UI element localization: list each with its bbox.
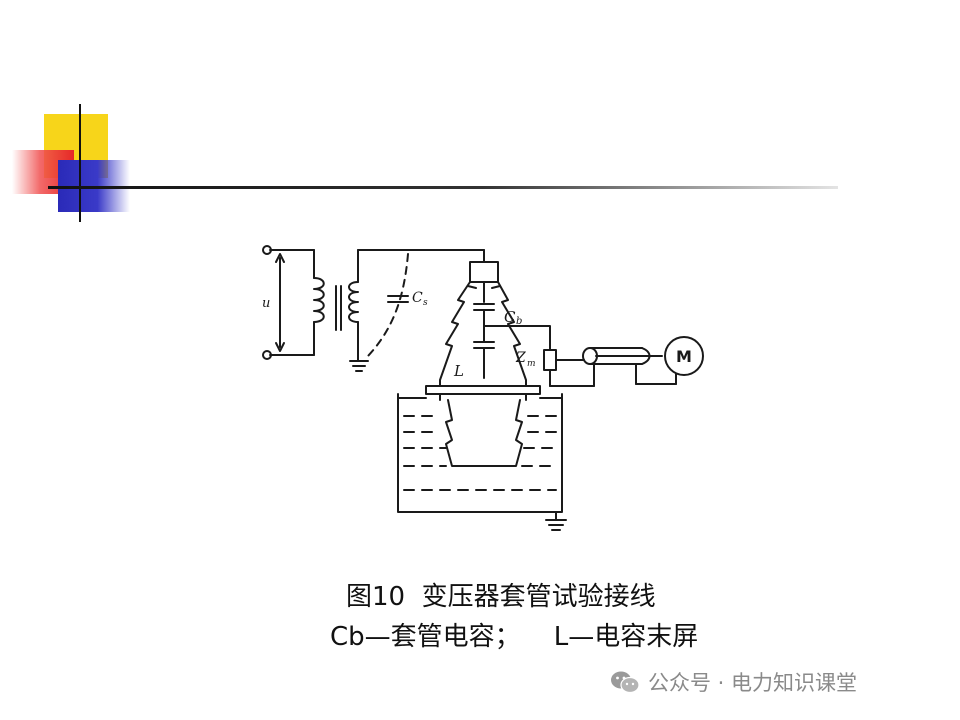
- decor-vertical-line: [79, 104, 81, 222]
- wechat-icon: [611, 671, 640, 694]
- label-end-screen-l: L: [453, 362, 464, 380]
- label-voltage-u: u: [262, 296, 270, 311]
- meter-m: [664, 336, 704, 376]
- bushing-porcelain: [439, 281, 527, 387]
- bushing-lower-section: [445, 399, 523, 467]
- watermark-text: 公众号 · 电力知识课堂: [648, 671, 858, 695]
- measuring-impedance-zm: [543, 349, 595, 387]
- bushing-terminal-cap: [469, 261, 499, 283]
- label-bushing-capacitance-sub: b: [516, 316, 522, 327]
- watermark: 公众号 · 电力知识课堂: [610, 664, 857, 700]
- ground-symbol-source: [349, 360, 369, 372]
- label-stray-capacitance: C: [412, 290, 423, 306]
- bushing-test-wiring-diagram: u C s C b L Z m M: [262, 245, 704, 531]
- label-impedance-sub: m: [527, 359, 536, 369]
- label-impedance: Z: [515, 350, 526, 366]
- transformer-oil-tank: [397, 393, 563, 513]
- label-bushing-capacitance: C: [504, 308, 516, 326]
- decor-title-rule: [48, 186, 838, 189]
- ground-symbol-tank: [545, 511, 567, 531]
- figure-caption-legend: Cb—套管电容； L—电容末屏: [330, 622, 699, 652]
- figure-caption-title: 图10 变压器套管试验接线: [346, 582, 656, 612]
- source-terminals: [262, 245, 315, 360]
- label-stray-capacitance-sub: s: [423, 298, 428, 308]
- bushing-capacitor-cb: [473, 303, 551, 379]
- coaxial-cable: [582, 347, 677, 385]
- label-meter: M: [676, 347, 692, 366]
- bushing-flange: [425, 385, 541, 395]
- test-transformer: [313, 249, 485, 361]
- stray-capacitance: [367, 253, 409, 357]
